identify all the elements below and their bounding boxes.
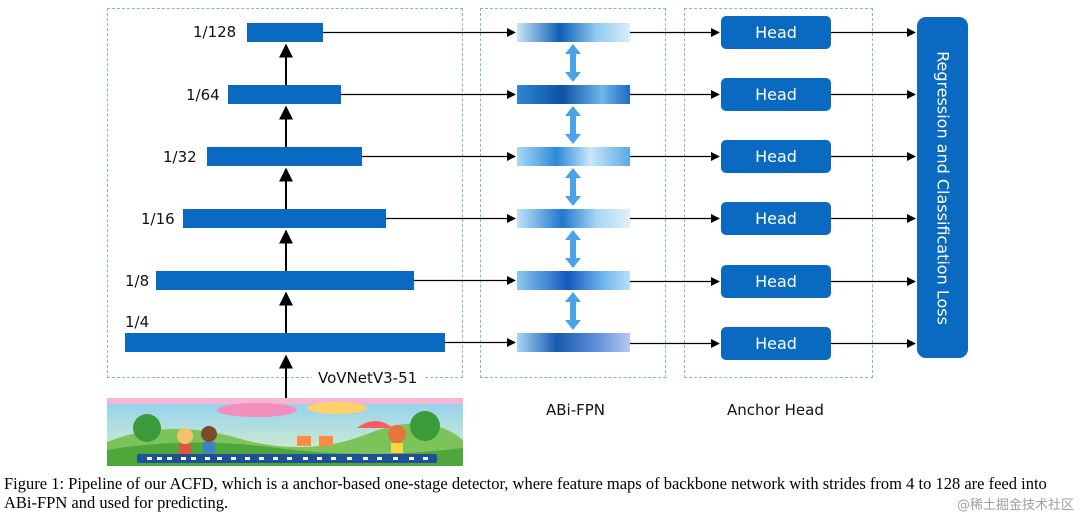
fpn-bar-2	[517, 85, 630, 104]
stride-label-1-16: 1/16	[141, 210, 175, 228]
head-block-3: Head	[721, 140, 831, 173]
fpn-bidir-arrow-5	[565, 292, 581, 330]
head-block-5: Head	[721, 265, 831, 298]
stride-label-1-64: 1/64	[186, 86, 220, 104]
stride-label-1-128: 1/128	[193, 23, 237, 41]
fpn-bar-5	[517, 271, 630, 290]
head-block-6: Head	[721, 327, 831, 360]
fpn-bidir-arrow-1	[565, 44, 581, 82]
input-image	[107, 398, 463, 466]
head-panel	[684, 8, 873, 378]
fpn-title: ABi-FPN	[546, 401, 606, 419]
backbone-bar-1-4	[125, 333, 445, 352]
stride-label-1-8: 1/8	[125, 272, 150, 290]
fpn-bidir-arrow-3	[565, 168, 581, 206]
fpn-bar-1	[517, 23, 630, 42]
watermark: @稀土掘金技术社区	[956, 498, 1074, 513]
backbone-bar-1-16	[183, 209, 386, 228]
head-block-4: Head	[721, 202, 831, 235]
backbone-bar-1-128	[247, 23, 323, 42]
backbone-bar-1-8	[156, 271, 414, 290]
stride-label-1-4: 1/4	[125, 313, 150, 331]
fpn-bar-4	[517, 209, 630, 228]
figure-caption: Figure 1: Pipeline of our ACFD, which is…	[4, 474, 1047, 512]
loss-block: Regression and Classification Loss	[917, 17, 968, 358]
fpn-panel	[480, 8, 666, 378]
head-title: Anchor Head	[727, 401, 824, 419]
stride-label-1-32: 1/32	[163, 148, 197, 166]
backbone-bar-1-32	[207, 147, 362, 166]
backbone-title: VoVNetV3-51	[312, 369, 424, 387]
fpn-bidir-arrow-4	[565, 230, 581, 268]
input-image-illustration	[107, 398, 463, 466]
fpn-bidir-arrow-2	[565, 106, 581, 144]
fpn-bar-6	[517, 333, 630, 352]
head-block-1: Head	[721, 16, 831, 49]
head-block-2: Head	[721, 78, 831, 111]
fpn-bar-3	[517, 147, 630, 166]
backbone-bar-1-64	[228, 85, 341, 104]
